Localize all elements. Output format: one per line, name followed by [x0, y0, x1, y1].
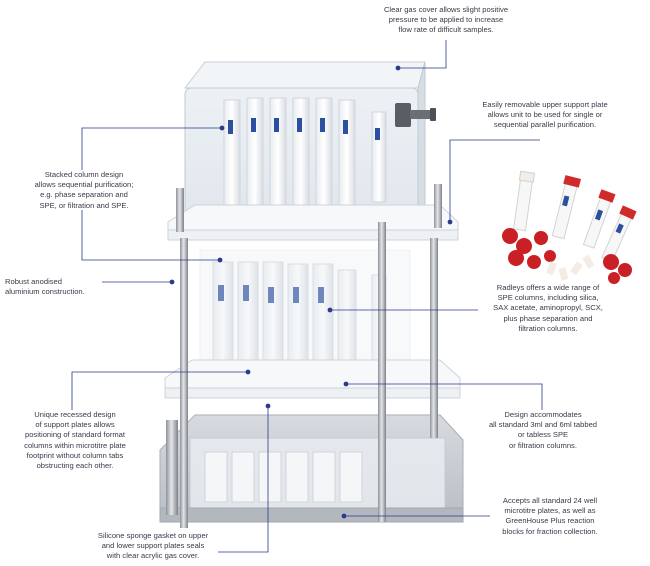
lower-support-plate: [164, 359, 461, 399]
callout-aluminium: Robust anodised aluminium construction.: [5, 277, 103, 297]
leader-gasket-dot: [265, 403, 271, 409]
middle-cover: [199, 249, 411, 376]
callout-upper-plate: Easily removable upper support plate all…: [460, 100, 630, 131]
callout-microtitre: Accepts all standard 24 well microtitre …: [490, 496, 610, 537]
leader-microtitre-dot: [341, 513, 347, 519]
leader-gas-cover: [398, 40, 447, 69]
leader-stacked-bottom: [81, 210, 220, 261]
leader-upper-plate: [449, 139, 540, 222]
callout-stacked-text: Stacked column design allows sequential …: [34, 170, 134, 210]
leader-stacked-bottom-dot: [217, 257, 223, 263]
leader-stacked-top: [81, 127, 222, 170]
callout-gasket-text: Silicone sponge gasket on upper and lowe…: [97, 531, 209, 561]
leader-upper-plate-dot: [447, 219, 453, 225]
leader-lines: [71, 40, 543, 553]
aluminium-rods: [166, 184, 442, 528]
callout-spe-columns-text: Radleys offers a wide range of SPE colum…: [493, 283, 603, 333]
leader-gas-cover-dot: [395, 65, 401, 71]
leader-design-dot: [343, 381, 349, 387]
upper-columns: [223, 97, 387, 211]
leader-aluminium-dot: [169, 279, 175, 285]
callout-gas-cover: Clear gas cover allows slight positive p…: [376, 5, 516, 36]
leader-spe-dot: [327, 307, 333, 313]
callout-spe-columns: Radleys offers a wide range of SPE colum…: [478, 283, 618, 334]
leader-stacked-top-dot: [219, 125, 225, 131]
lower-columns: [212, 261, 387, 375]
callout-design-accommodates-text: Design accommodates all standard 3ml and…: [488, 410, 598, 450]
callout-microtitre-text: Accepts all standard 24 well microtitre …: [502, 496, 598, 536]
callout-design-accommodates: Design accommodates all standard 3ml and…: [476, 410, 610, 451]
callout-stacked: Stacked column design allows sequential …: [22, 170, 146, 211]
leader-design: [346, 383, 543, 410]
callout-gasket: Silicone sponge gasket on upper and lowe…: [88, 531, 218, 562]
upper-support-plate: [167, 204, 459, 241]
gas-connector: [395, 103, 436, 127]
callout-gas-cover-text: Clear gas cover allows slight positive p…: [383, 5, 509, 35]
leader-gasket: [218, 406, 269, 553]
leader-recessed-dot: [245, 369, 251, 375]
base-tray: [159, 414, 464, 523]
callout-recessed: Unique recessed design of support plates…: [14, 410, 136, 471]
leader-recessed: [71, 371, 248, 410]
spe-columns-product: [502, 170, 637, 284]
callout-recessed-text: Unique recessed design of support plates…: [24, 410, 126, 471]
callout-upper-plate-text: Easily removable upper support plate all…: [482, 100, 608, 130]
callout-aluminium-text: Robust anodised aluminium construction.: [5, 277, 85, 297]
